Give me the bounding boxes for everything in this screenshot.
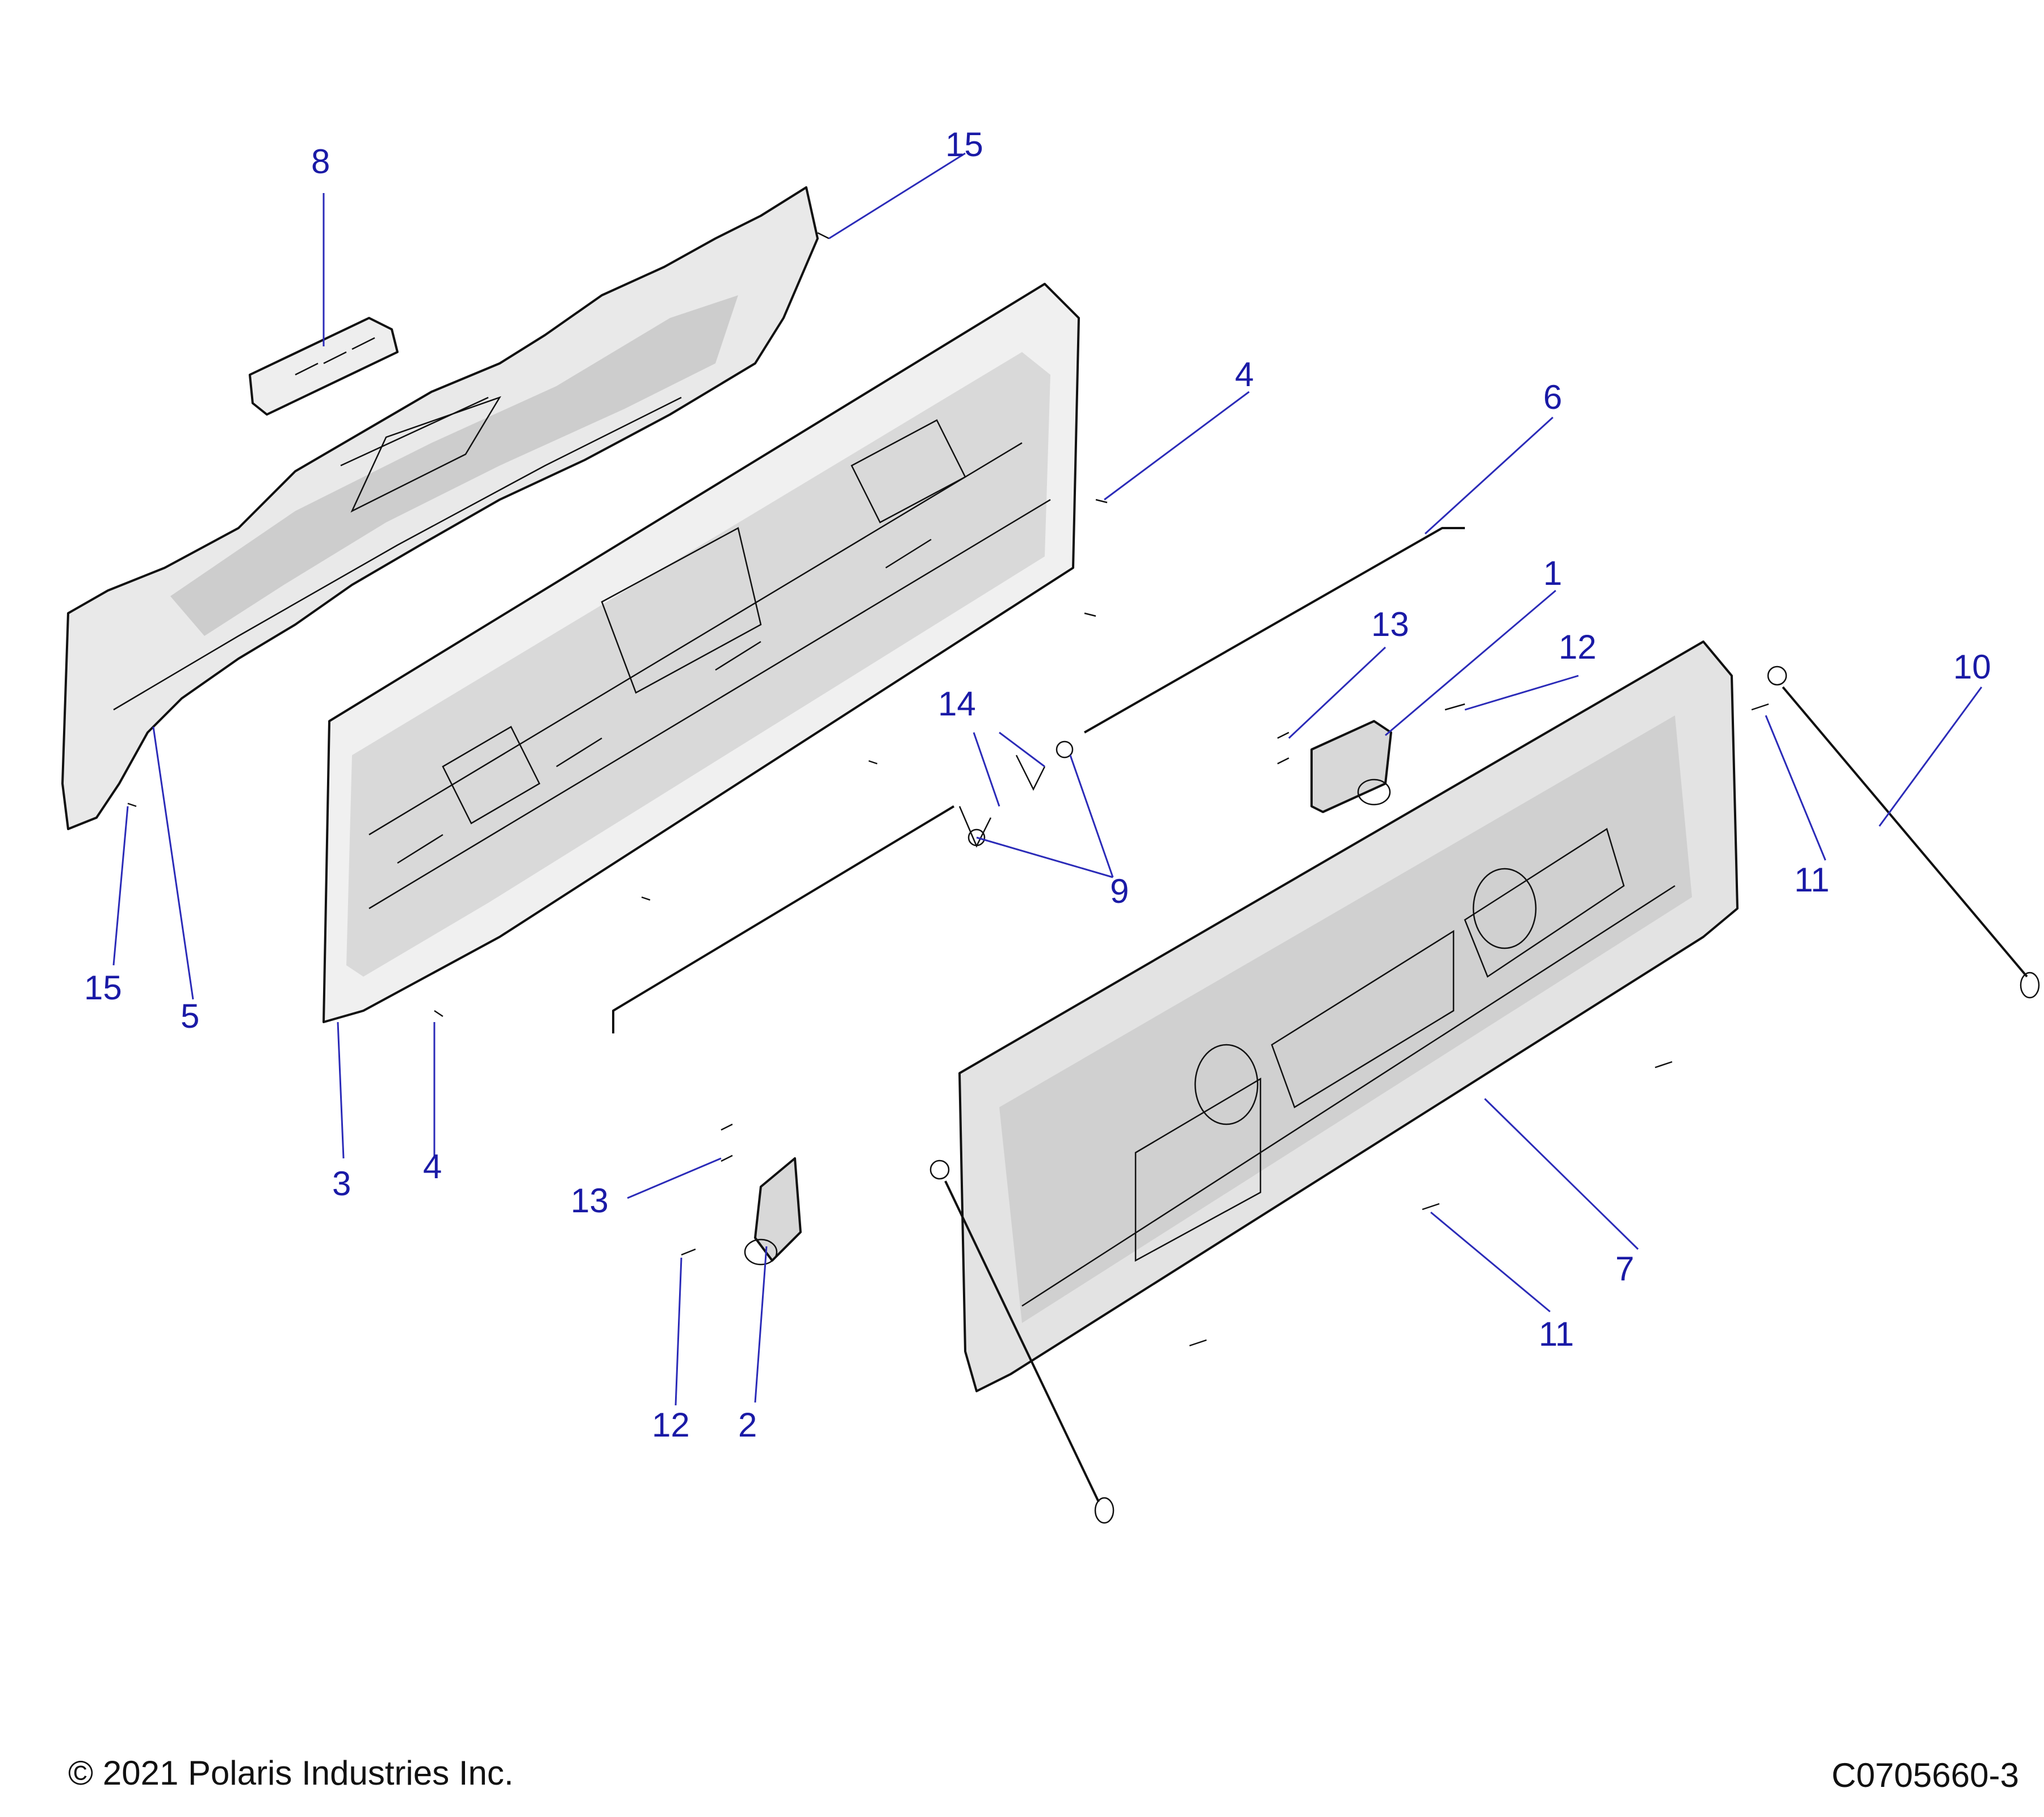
callout-11-right: 11 bbox=[1794, 861, 1829, 899]
part-7-outer-panel bbox=[958, 640, 1739, 1392]
callout-4-upper: 4 bbox=[1235, 355, 1254, 393]
callout-6: 6 bbox=[1543, 378, 1562, 416]
callout-8: 8 bbox=[311, 143, 330, 181]
callout-12-lower: 12 bbox=[652, 1406, 690, 1444]
callout-7: 7 bbox=[1615, 1250, 1634, 1288]
callout-3: 3 bbox=[332, 1165, 351, 1203]
callout-14: 14 bbox=[938, 685, 976, 723]
callout-10: 10 bbox=[1953, 648, 1991, 686]
callout-5: 5 bbox=[181, 997, 199, 1035]
callout-11-lower: 11 bbox=[1539, 1315, 1574, 1353]
part-2-hinge-lower bbox=[744, 1157, 802, 1266]
part-5-inner-trim-panel bbox=[61, 186, 819, 830]
leader-lines bbox=[112, 152, 1983, 1406]
copyright-notice: © 2021 Polaris Industries Inc. bbox=[68, 1754, 514, 1792]
part-8-handle-bezel bbox=[249, 317, 399, 416]
callout-15-upper: 15 bbox=[945, 125, 983, 164]
callout-13-upper: 13 bbox=[1371, 605, 1409, 643]
fasteners bbox=[127, 232, 1769, 1347]
part-10-support-cable-right bbox=[1767, 665, 2040, 999]
callout-4-lower: 4 bbox=[423, 1148, 442, 1186]
callout-15-lower: 15 bbox=[84, 969, 122, 1007]
part-1-hinge-upper bbox=[1310, 720, 1392, 813]
part-6-latch-rod-lower bbox=[612, 805, 955, 1033]
callout-12-upper: 12 bbox=[1559, 628, 1597, 666]
callout-13-lower: 13 bbox=[571, 1182, 609, 1220]
callout-9: 9 bbox=[1110, 872, 1129, 910]
part-14-retaining-clips bbox=[958, 755, 1046, 848]
callout-2: 2 bbox=[738, 1406, 757, 1444]
part-3-tailgate-frame bbox=[322, 283, 1080, 1023]
part-6-latch-rod-upper bbox=[1084, 527, 1465, 734]
drawing-number: C0705660-3 bbox=[1831, 1756, 2019, 1794]
callout-labels: 1 2 3 4 4 5 6 7 8 9 10 11 11 12 12 13 13… bbox=[84, 125, 1991, 1444]
part-10-support-cable-left bbox=[929, 1159, 1115, 1524]
callout-1: 1 bbox=[1543, 554, 1562, 592]
